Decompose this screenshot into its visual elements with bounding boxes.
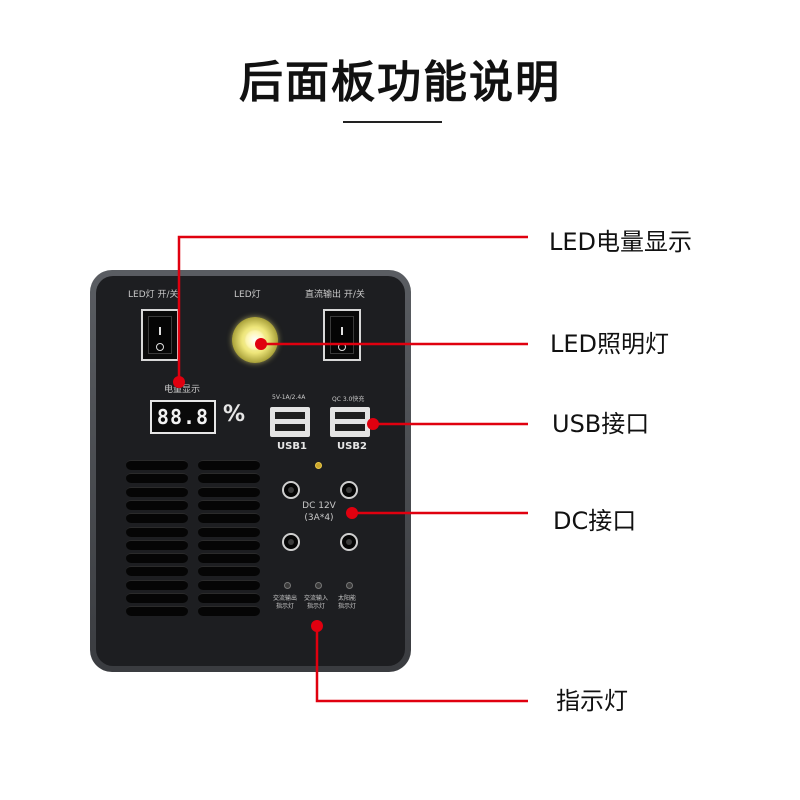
callout-line-indicator bbox=[315, 626, 528, 703]
vent-slot bbox=[198, 499, 260, 510]
vent-slot bbox=[198, 513, 260, 524]
indicator-label-line: 交流输出 bbox=[273, 595, 298, 602]
callout-dc-label: DC接口 bbox=[553, 507, 637, 535]
vent-slot bbox=[126, 593, 188, 603]
callout-dot-led-light bbox=[255, 338, 267, 350]
vent-slot bbox=[126, 486, 188, 497]
callout-dot-usb bbox=[367, 418, 379, 430]
callout-dot-dc bbox=[346, 507, 358, 519]
callout-dot-indicator bbox=[311, 620, 323, 632]
usb2-caption: USB2 bbox=[337, 441, 367, 452]
switch-on-mark bbox=[159, 327, 161, 335]
led-lamp bbox=[232, 317, 278, 363]
ac-input-indicator-label: 交流输入 指示灯 bbox=[304, 595, 328, 611]
vent-slot bbox=[126, 566, 188, 577]
battery-lcd: 88.8 bbox=[150, 400, 216, 434]
vent-slot bbox=[126, 526, 188, 537]
switch-off-mark bbox=[156, 343, 164, 351]
vent-slot bbox=[198, 526, 260, 537]
callout-led-display-label: LED电量显示 bbox=[549, 228, 693, 256]
percent-sign: % bbox=[223, 402, 246, 427]
back-panel-face: LED灯 开/关 LED灯 直流输出 开/关 电量显示 88.8 % 5V-1A… bbox=[96, 276, 405, 666]
vent-slot bbox=[126, 473, 188, 484]
usb-slot bbox=[335, 424, 365, 431]
dc-port-1[interactable] bbox=[282, 481, 300, 499]
vent-slot bbox=[198, 539, 260, 550]
led-lamp-label: LED灯 bbox=[234, 290, 261, 300]
indicator-label-line: 指示灯 bbox=[307, 603, 326, 610]
usb-slot bbox=[335, 412, 365, 419]
dc-spec-line2: (3A*4) bbox=[304, 513, 334, 523]
dc-switch-rocker bbox=[330, 316, 354, 354]
vent-slot bbox=[126, 553, 188, 564]
battery-display-label: 电量显示 bbox=[164, 385, 201, 395]
callout-line-led-display bbox=[177, 235, 528, 382]
vent-slot bbox=[198, 579, 260, 590]
usb1-caption: USB1 bbox=[277, 441, 307, 452]
vent-slot bbox=[126, 539, 188, 550]
vent-slot bbox=[198, 486, 260, 497]
vent-slot bbox=[126, 606, 188, 617]
ac-output-indicator-label: 交流输出 指示灯 bbox=[273, 595, 297, 611]
title-underline bbox=[343, 121, 442, 123]
dc-port-pin bbox=[288, 539, 294, 545]
ac-input-indicator bbox=[315, 582, 322, 589]
solar-indicator bbox=[346, 582, 353, 589]
dc-port-3[interactable] bbox=[282, 533, 300, 551]
dc-port-pin bbox=[288, 487, 294, 493]
vent-slot bbox=[126, 579, 188, 590]
led-switch-label: LED灯 开/关 bbox=[128, 290, 179, 300]
callout-led-light-label: LED照明灯 bbox=[550, 330, 670, 358]
dc-port-pin bbox=[346, 539, 352, 545]
usb1-port[interactable] bbox=[270, 407, 310, 437]
indicator-label-line: 指示灯 bbox=[338, 603, 357, 610]
led-switch-rocker bbox=[148, 316, 172, 354]
dc-spec-label: DC 12V (3A*4) bbox=[289, 500, 349, 524]
dc-port-pin bbox=[346, 487, 352, 493]
usb-slot bbox=[275, 424, 305, 431]
vent-slot bbox=[198, 553, 260, 564]
vent-slot bbox=[126, 460, 188, 470]
dc-spec-line1: DC 12V bbox=[302, 501, 336, 511]
dc-output-switch[interactable] bbox=[323, 309, 361, 361]
solar-indicator-label: 太阳能 指示灯 bbox=[338, 595, 356, 611]
vent-slot bbox=[198, 593, 260, 603]
callout-dot-led-display bbox=[173, 376, 185, 388]
dc-switch-label: 直流输出 开/关 bbox=[305, 290, 365, 300]
callout-usb-label: USB接口 bbox=[552, 410, 650, 438]
indicator-label-line: 交流输入 bbox=[304, 595, 329, 602]
vent-slot bbox=[198, 460, 260, 470]
vent-slot bbox=[198, 606, 260, 617]
back-panel: LED灯 开/关 LED灯 直流输出 开/关 电量显示 88.8 % 5V-1A… bbox=[90, 270, 411, 672]
ac-output-indicator bbox=[284, 582, 291, 589]
status-led bbox=[315, 462, 322, 469]
usb2-port[interactable] bbox=[330, 407, 370, 437]
vent-slot bbox=[198, 566, 260, 577]
usb2-spec-label: QC 3.0快充 bbox=[332, 396, 365, 403]
usb-slot bbox=[275, 412, 305, 419]
vent-slot bbox=[126, 513, 188, 524]
indicator-label-line: 指示灯 bbox=[276, 603, 295, 610]
page-title: 后面板功能说明 bbox=[239, 57, 561, 108]
usb1-spec-label: 5V-1A/2.4A bbox=[272, 394, 306, 401]
callout-indicator-label: 指示灯 bbox=[556, 687, 628, 715]
dc-port-4[interactable] bbox=[340, 533, 358, 551]
indicator-label-line: 太阳能 bbox=[338, 595, 357, 602]
vent-slot bbox=[198, 473, 260, 484]
vent-slot bbox=[126, 499, 188, 510]
dc-port-2[interactable] bbox=[340, 481, 358, 499]
switch-on-mark bbox=[341, 327, 343, 335]
